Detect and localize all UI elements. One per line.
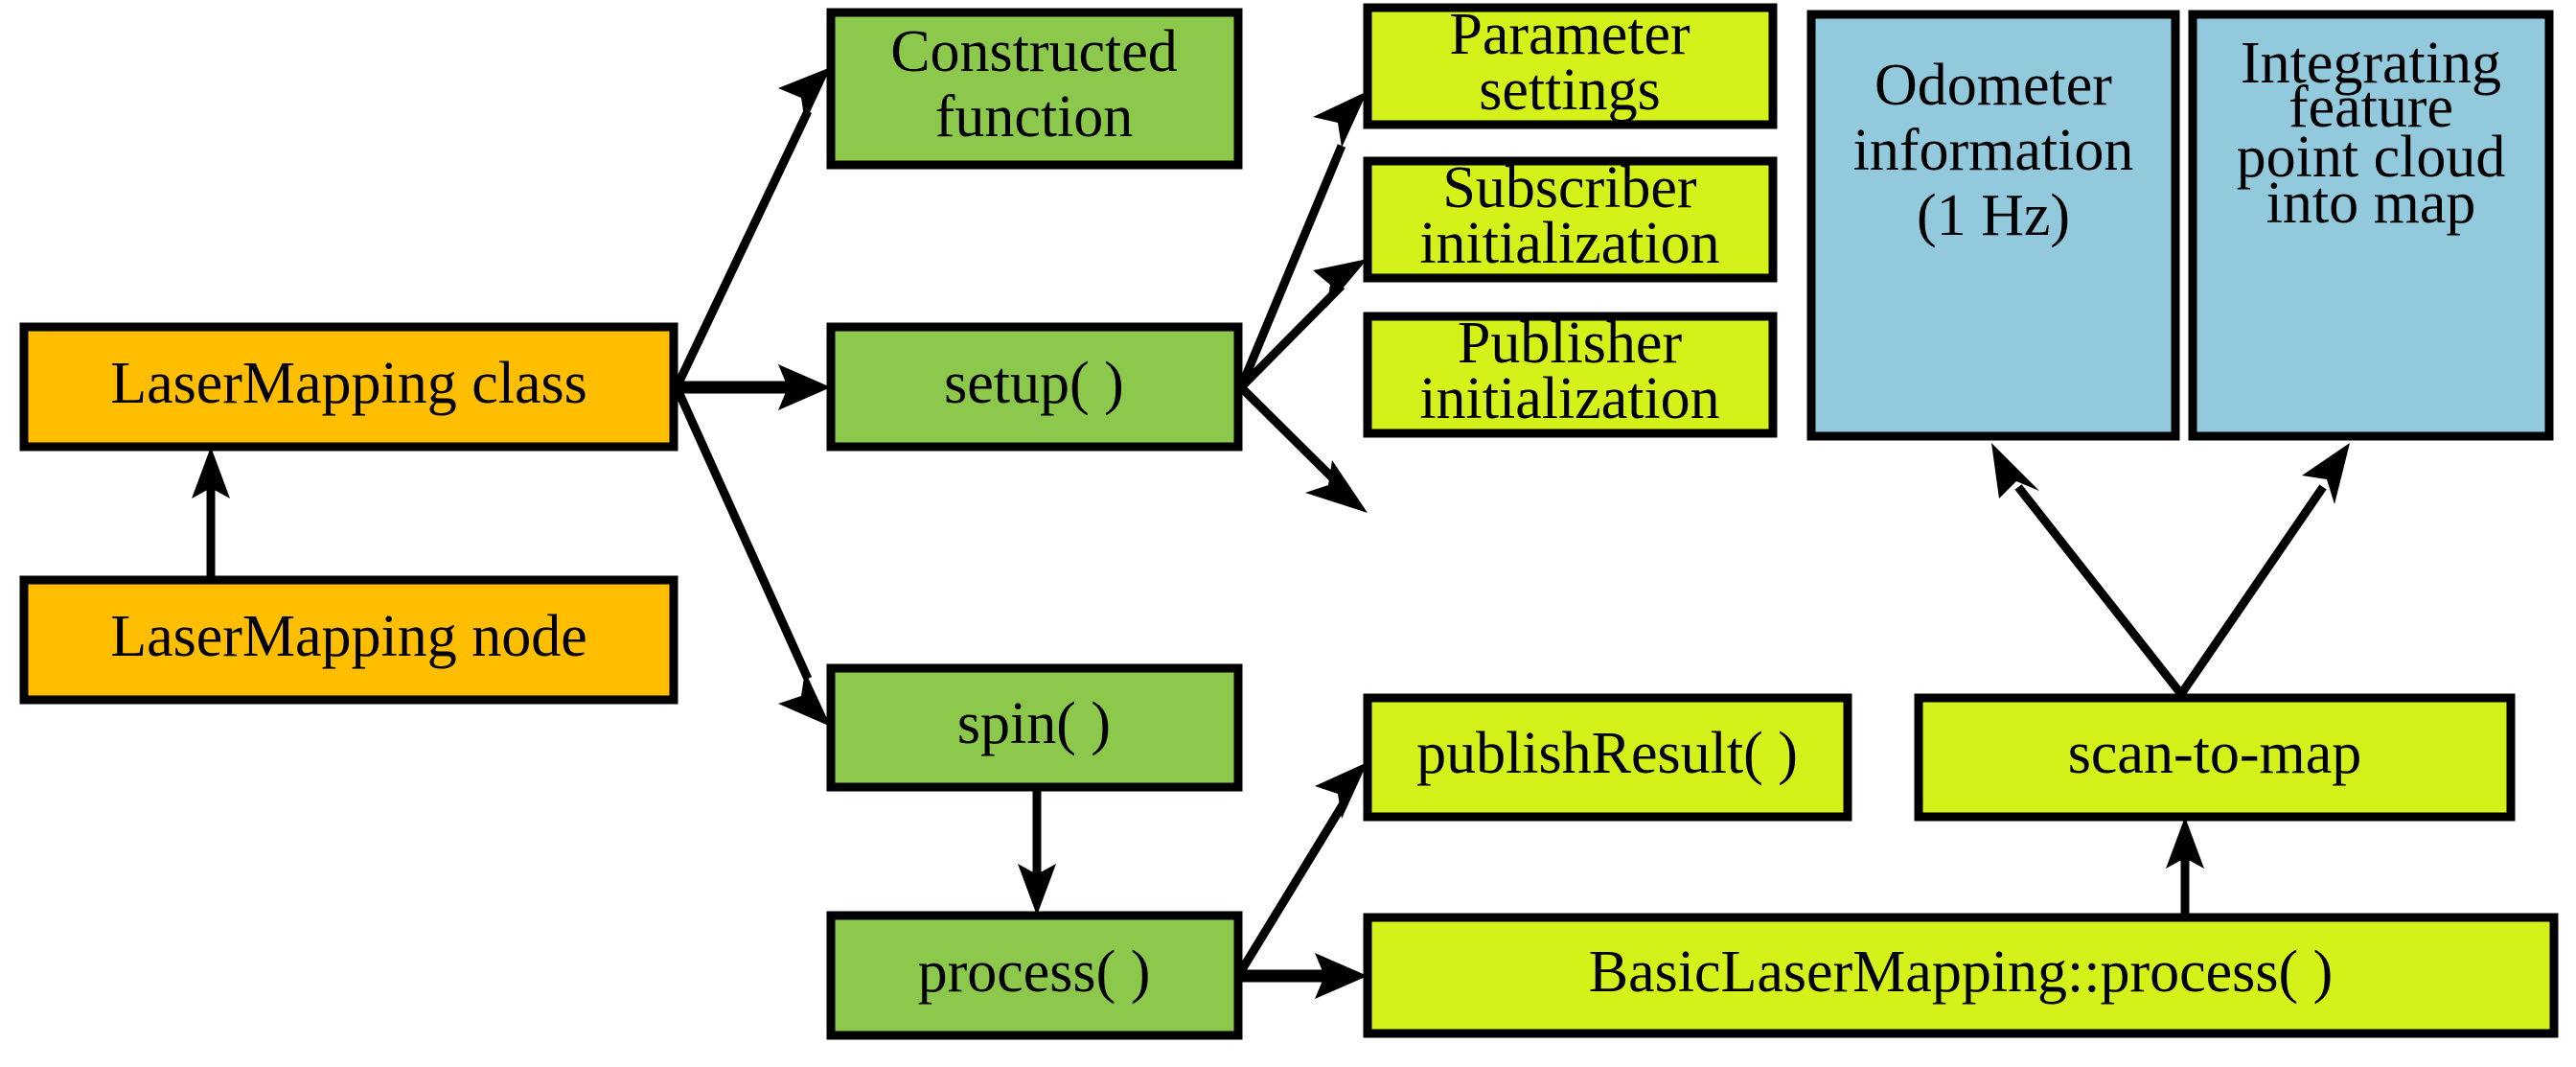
subscriber-initialization-label-line2: initialization <box>1419 211 1719 276</box>
edge-node-to-class <box>192 447 230 580</box>
publisher-initialization-label-line2: initialization <box>1419 366 1719 431</box>
edge-setup-to-subscriber-initialization <box>1237 259 1368 391</box>
edge-process-to-basic-laser-mapping-process <box>1238 953 1368 999</box>
node-spin[interactable]: spin( ) <box>826 663 1243 792</box>
process-label: process( ) <box>918 939 1151 1005</box>
odometer-information-label-line3: (1 Hz) <box>1917 183 2070 248</box>
edge-basic-process-to-scan-to-map <box>2166 817 2204 917</box>
integrating-feature-label-line3: point cloud <box>2237 125 2506 190</box>
node-publisher-initialization[interactable]: Publisher initialization <box>1363 311 1778 438</box>
node-parameter-settings[interactable]: Parameter settings <box>1363 2 1778 129</box>
node-scan-to-map[interactable]: scan-to-map <box>1914 693 2516 822</box>
publish-result-label: publishResult( ) <box>1416 721 1798 786</box>
scan-to-map-box[interactable] <box>1914 693 2516 822</box>
subscriber-initialization-label-line1: Subscriber <box>1442 155 1697 220</box>
laser-mapping-class-box[interactable] <box>19 322 678 452</box>
odometer-information-box[interactable] <box>1806 10 2180 441</box>
edge-class-to-setup <box>677 364 831 410</box>
integrating-feature-label-line1: Integrating <box>2241 31 2501 96</box>
edges-layer <box>192 67 2350 999</box>
constructed-function-label-line2: function <box>935 84 1134 150</box>
node-setup[interactable]: setup( ) <box>826 322 1243 452</box>
publish-result-box[interactable] <box>1363 693 1852 822</box>
process-box[interactable] <box>826 911 1243 1040</box>
node-integrating-feature-point-cloud[interactable]: Integrating feature point cloud into map <box>2188 10 2554 441</box>
spin-label: spin( ) <box>957 691 1111 756</box>
subscriber-initialization-box[interactable] <box>1363 156 1778 283</box>
node-laser-mapping-class[interactable]: LaserMapping class <box>19 322 678 452</box>
edge-scan-to-map-to-integrating-feature <box>2177 443 2350 697</box>
basic-laser-mapping-process-box[interactable] <box>1363 913 2559 1038</box>
node-subscriber-initialization[interactable]: Subscriber initialization <box>1363 155 1778 283</box>
integrating-feature-point-cloud-box[interactable] <box>2188 10 2554 441</box>
edge-class-to-constructed-function <box>672 67 831 389</box>
node-basic-laser-mapping-process[interactable]: BasicLaserMapping::process( ) <box>1363 913 2559 1038</box>
constructed-function-label-line1: Constructed <box>890 19 1178 84</box>
parameter-settings-label-line2: settings <box>1479 58 1660 123</box>
scan-to-map-label: scan-to-map <box>2068 721 2361 786</box>
laser-mapping-node-label: LaserMapping node <box>110 604 587 669</box>
publisher-initialization-label-line1: Publisher <box>1458 311 1683 376</box>
node-process[interactable]: process( ) <box>826 911 1243 1040</box>
node-laser-mapping-node[interactable]: LaserMapping node <box>19 575 678 705</box>
constructed-function-box[interactable] <box>826 8 1243 170</box>
setup-label: setup( ) <box>944 351 1124 416</box>
laser-mapping-node-box[interactable] <box>19 575 678 705</box>
odometer-information-label-line2: information <box>1853 118 2134 183</box>
edge-class-to-spin <box>672 385 831 727</box>
edge-spin-to-process <box>1018 787 1056 916</box>
laser-mapping-class-label: LaserMapping class <box>110 351 587 416</box>
spin-box[interactable] <box>826 663 1243 792</box>
edge-setup-to-publisher-initialization <box>1237 383 1368 513</box>
integrating-feature-label-line4: into map <box>2266 171 2476 236</box>
basic-laser-mapping-process-label: BasicLaserMapping::process( ) <box>1589 939 2333 1005</box>
node-publish-result[interactable]: publishResult( ) <box>1363 693 1852 822</box>
node-constructed-function[interactable]: Constructed function <box>826 8 1243 170</box>
odometer-information-label-line1: Odometer <box>1874 53 2112 118</box>
integrating-feature-label-line2: feature <box>2288 75 2453 140</box>
edge-setup-to-parameter-settings <box>1236 91 1368 389</box>
nodes-layer: LaserMapping class LaserMapping node Con… <box>19 2 2559 1040</box>
parameter-settings-box[interactable] <box>1363 3 1778 129</box>
edge-process-to-publish-result <box>1234 762 1368 979</box>
publisher-initialization-box[interactable] <box>1363 312 1778 438</box>
parameter-settings-label-line1: Parameter <box>1449 2 1690 67</box>
node-odometer-information[interactable]: Odometer information (1 Hz) <box>1806 10 2180 441</box>
edge-scan-to-map-to-odometer <box>1991 443 2185 697</box>
setup-box[interactable] <box>826 322 1243 452</box>
